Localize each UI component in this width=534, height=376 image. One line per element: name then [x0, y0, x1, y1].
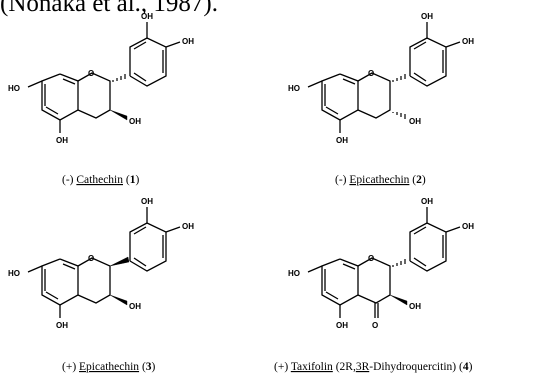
atom-label-oh: OH [409, 302, 421, 311]
atom-label-oh: OH [182, 37, 194, 46]
structure-4: HO OH O O OH OH OH (+) Taxifolin (2R,3R-… [274, 197, 474, 373]
atom-label-oh: OH [141, 12, 153, 21]
structure-3: HO OH O OH OH OH (+) Epicathechin (3) [8, 197, 194, 373]
atom-label-oh: OH [129, 117, 141, 126]
atom-label-oh: OH [336, 136, 348, 145]
structure-1-bonds [27, 22, 181, 133]
atom-label-oh: OH [421, 12, 433, 21]
atom-label-o: O [88, 254, 94, 263]
atom-label-ho: HO [8, 84, 20, 93]
structure-2: HO OH O OH OH OH (-) Epicathechin (2) [288, 12, 474, 186]
atom-label-oh: OH [462, 37, 474, 46]
structure-3-caption: (+) Epicathechin (3) [62, 361, 156, 373]
structure-2-atoms: HO OH O OH OH OH [288, 12, 474, 145]
atom-label-ho: HO [288, 269, 300, 278]
structure-3-atoms: HO OH O OH OH OH [8, 197, 194, 330]
structure-4-bonds [307, 207, 461, 318]
atom-label-oh: OH [409, 117, 421, 126]
structure-4-atoms: HO OH O O OH OH OH [288, 197, 474, 330]
atom-label-oh: OH [56, 321, 68, 330]
structure-2-caption: (-) Epicathechin (2) [335, 174, 426, 186]
atom-label-o: O [368, 69, 374, 78]
structure-2-bonds [307, 22, 461, 133]
structure-4-caption: (+) Taxifolin (2R,3R-Dihydroquercitin) (… [274, 361, 473, 373]
atom-label-oh: OH [336, 321, 348, 330]
atom-label-o: O [372, 321, 378, 330]
atom-label-oh: OH [182, 222, 194, 231]
header-citation: (Nonaka et al., 1987). [0, 0, 218, 17]
structure-1: HO OH O OH OH OH (-) Cathechin (1) [8, 12, 194, 186]
structure-3-bonds [27, 207, 181, 318]
atom-label-oh: OH [129, 302, 141, 311]
atom-label-ho: HO [8, 269, 20, 278]
atom-label-ho: HO [288, 84, 300, 93]
structure-1-caption: (-) Cathechin (1) [62, 174, 139, 186]
atom-label-oh: OH [421, 197, 433, 206]
atom-label-oh: OH [462, 222, 474, 231]
atom-label-oh: OH [56, 136, 68, 145]
atom-label-oh: OH [141, 197, 153, 206]
structure-1-atoms: HO OH O OH OH OH [8, 12, 194, 145]
atom-label-o: O [88, 69, 94, 78]
atom-label-o: O [368, 254, 374, 263]
